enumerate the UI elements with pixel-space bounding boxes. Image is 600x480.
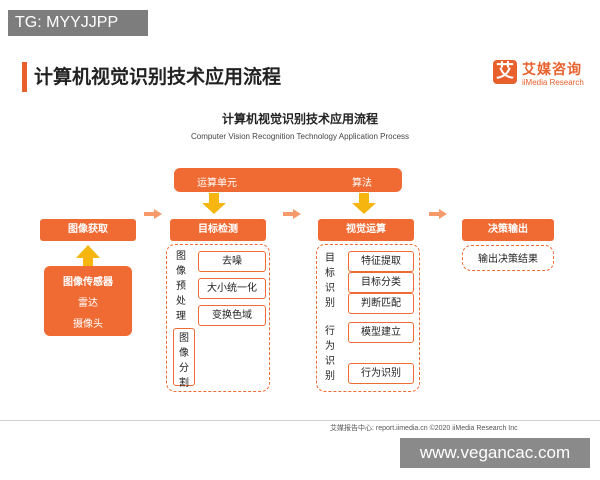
footer-source: 艾媒报告中心: report.iimedia.cn ©2020 iiMedia … (330, 425, 518, 432)
decision-result-item: 输出决策结果 (478, 254, 538, 265)
target-recognition-label: 目 标 识 别 (325, 253, 335, 309)
footer-divider (0, 420, 600, 421)
vision-group (316, 244, 420, 392)
compute-bar (174, 168, 402, 192)
sensor-item-camera: 摄像头 (73, 319, 103, 330)
normalize-size-item: 大小统一化 (198, 278, 266, 299)
denoise-item: 去噪 (198, 251, 266, 272)
sensor-title: 图像传感器 (63, 277, 113, 288)
detection-group (166, 244, 270, 392)
diagram-subtitle: Computer Vision Recognition Technology A… (190, 132, 410, 141)
stage-image-acquisition: 图像获取 (40, 219, 136, 241)
watermark: www.vegancac.com (400, 438, 590, 468)
compute-unit-label: 运算单元 (197, 178, 237, 189)
feature-extraction-item: 特征提取 (348, 251, 414, 272)
decision-group (462, 245, 554, 271)
down-arrow-icon (352, 193, 376, 214)
logo-icon: 艾 (493, 60, 517, 84)
page-title: 计算机视觉识别技术应用流程 (34, 66, 282, 88)
match-judgment-item: 判断匹配 (348, 293, 414, 314)
logo-subtitle: iiMedia Research (522, 78, 584, 87)
target-classification-item: 目标分类 (348, 272, 414, 293)
stage-decision-output: 决策输出 (462, 219, 554, 241)
model-building-item: 模型建立 (348, 322, 414, 343)
behavior-recognition-item: 行为识别 (348, 363, 414, 384)
stage-object-detection: 目标检测 (170, 219, 266, 241)
segmentation-label: 图 像 分 割 (173, 328, 195, 389)
right-arrow-icon (429, 209, 447, 219)
behavior-recognition-label: 行 为 识 别 (325, 326, 335, 382)
diagram-title: 计算机视觉识别技术应用流程 (221, 112, 378, 126)
up-arrow-icon (76, 245, 100, 266)
algorithm-label: 算法 (352, 178, 372, 189)
right-arrow-icon (283, 209, 301, 219)
sensor-item-radar: 雷达 (78, 298, 98, 309)
title-accent-bar (22, 62, 27, 92)
tag-label: TG: MYYJJPP (8, 10, 148, 36)
right-arrow-icon (144, 209, 162, 219)
preprocess-label: 图 像 预 处 理 (176, 251, 186, 322)
image-sensor-box: 图像传感器 雷达 摄像头 (44, 266, 132, 336)
stage-vision-computing: 视觉运算 (318, 219, 414, 241)
color-space-item: 变换色域 (198, 305, 266, 326)
logo-name: 艾媒咨询 (522, 62, 582, 78)
down-arrow-icon (202, 193, 226, 214)
